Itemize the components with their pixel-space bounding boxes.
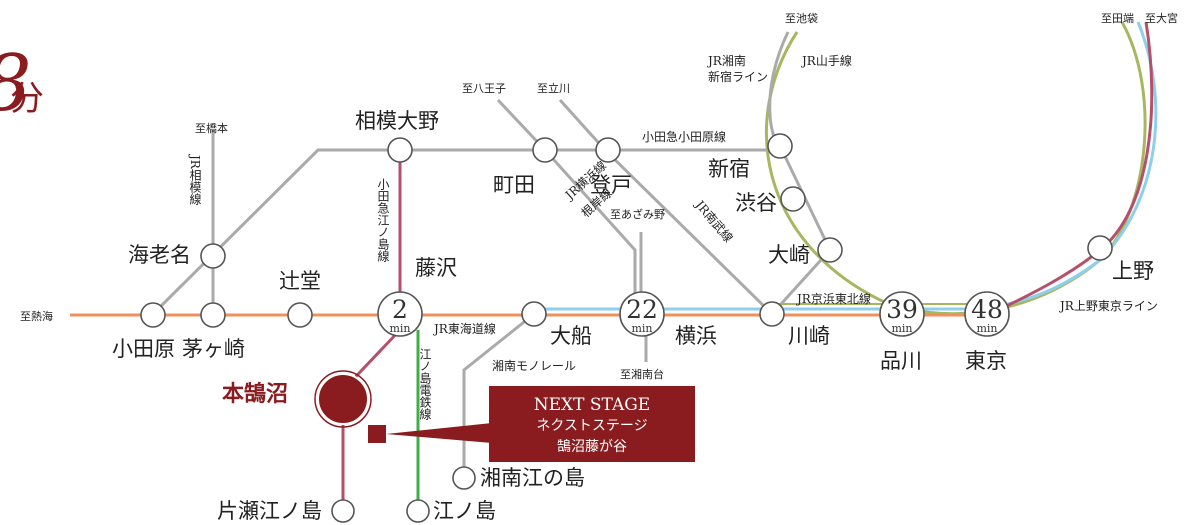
station-katase-enoshima: 片瀬江ノ島: [217, 499, 322, 523]
property-title: NEXT STAGE: [534, 395, 650, 415]
dir-hachioji: 至八王子: [462, 82, 506, 95]
title-unit: 分: [10, 79, 44, 119]
station-marker-shinjuku: [767, 133, 793, 159]
label-ueno-tokyo: JR上野東京ライン: [1058, 299, 1158, 313]
hon-kugenuma-ring: [314, 370, 372, 428]
station-marker-shonan-enoshima: [452, 466, 476, 490]
time-tokyo: 48: [971, 295, 1003, 324]
station-marker-osaki: [817, 237, 843, 263]
property-location: 鵠沼藤が谷: [557, 439, 627, 455]
ofuna-connector: [420, 300, 534, 314]
dir-ikebukuro: 至池袋: [785, 11, 818, 25]
label-tokaido: JR東海道線: [432, 321, 496, 336]
station-marker-sagami-ono: [387, 137, 413, 163]
station-marker-noborito: [595, 137, 621, 163]
label-shonan-monorail: 湘南モノレール: [492, 358, 576, 373]
station-machida: 町田: [493, 173, 535, 197]
odakyu-odawara-line: [151, 148, 780, 316]
dir-shonandai: 至湘南台: [620, 367, 664, 381]
station-marker-tsujido: [287, 302, 313, 328]
station-ueno: 上野: [1112, 259, 1154, 283]
label-nambu: JR南武線: [691, 196, 736, 245]
station-noborito: 登戸: [590, 173, 632, 197]
label-keihin-tohoku: JR京浜東北線: [795, 291, 871, 306]
label-odakyu-enoshima: 小田急江ノ島線: [376, 178, 390, 262]
time-station-fujisawa: 2 min: [377, 291, 423, 337]
label-yamanote: JR山手線: [800, 53, 852, 68]
station-ofuna: 大船: [550, 324, 592, 348]
station-sagami-ono: 相模大野: [355, 109, 439, 133]
station-odawara: 小田原: [112, 337, 175, 361]
station-shinagawa: 品川: [880, 349, 922, 373]
station-marker-kawasaki: [759, 301, 785, 327]
station-marker-shibuya: [780, 186, 806, 212]
station-osaki: 大崎: [768, 243, 810, 267]
station-ebina: 海老名: [128, 243, 191, 267]
time-unit-shinagawa: min: [891, 322, 912, 335]
yokohama-line: [496, 98, 637, 314]
station-shibuya: 渋谷: [735, 191, 777, 215]
time-station-yokohama: 22 min: [619, 291, 665, 337]
property-callout: [489, 386, 695, 462]
dir-tabata: 至田端: [1101, 12, 1134, 25]
dir-azamino: 至あざみ野: [610, 207, 665, 221]
time-shinagawa: 39: [886, 295, 918, 324]
station-marker-odawara: [140, 302, 166, 328]
dir-omiya: 至大宮: [1145, 11, 1178, 25]
property-pointer: [386, 423, 492, 443]
label-shonan-shinjuku-2: 新宿ライン: [708, 69, 768, 84]
station-enoshima: 江ノ島: [433, 499, 496, 523]
station-chigasaki: 茅ヶ崎: [182, 337, 245, 361]
time-fujisawa: 2: [392, 295, 408, 324]
station-tsujido: 辻堂: [279, 269, 321, 293]
title-number: 8: [0, 39, 32, 129]
station-marker-enoshima: [406, 499, 430, 523]
station-fujisawa: 藤沢: [415, 256, 457, 280]
dir-atami: 至熱海: [20, 309, 53, 323]
station-shinjuku: 新宿: [708, 157, 750, 181]
property-subtitle: ネクストステージ: [536, 418, 647, 434]
time-station-shinagawa: 39 min: [879, 291, 925, 337]
station-yokohama: 横浜: [675, 324, 717, 348]
station-marker-ofuna: [521, 301, 547, 327]
station-marker-machida: [532, 137, 558, 163]
shonan-shinjuku-line: [768, 31, 832, 316]
label-odakyu-odawara: 小田急小田原線: [642, 129, 726, 144]
time-unit-yokohama: min: [631, 322, 652, 335]
keihin-tohoku-arc: [989, 21, 1158, 310]
dir-hashimoto: 至橋本: [195, 121, 228, 135]
label-sagami: JR相模線: [188, 153, 202, 205]
station-marker-katase-enoshima: [331, 499, 355, 523]
station-marker-chigasaki: [200, 302, 226, 328]
station-kawasaki: 川崎: [788, 324, 830, 348]
dir-tachikawa: 至立川: [537, 81, 570, 95]
time-unit-tokyo: min: [976, 322, 997, 335]
time-unit-fujisawa: min: [389, 322, 410, 335]
property-marker: [368, 425, 386, 443]
hon-kugenuma-marker: [317, 373, 369, 425]
station-shonan-enoshima: 湘南江の島: [480, 466, 585, 490]
label-enoden: 江ノ島電鉄線: [418, 348, 432, 420]
station-marker-ueno: [1087, 235, 1113, 261]
label-shonan-shinjuku-1: JR湘南: [706, 53, 746, 68]
time-station-tokyo: 48 min: [964, 291, 1010, 337]
station-marker-ebina: [200, 243, 226, 269]
station-tokyo: 東京: [965, 349, 1007, 373]
travel-time-title: 8 分: [0, 39, 44, 129]
time-yokohama: 22: [626, 295, 658, 324]
station-hon-kugenuma: 本鵠沼: [222, 381, 288, 407]
